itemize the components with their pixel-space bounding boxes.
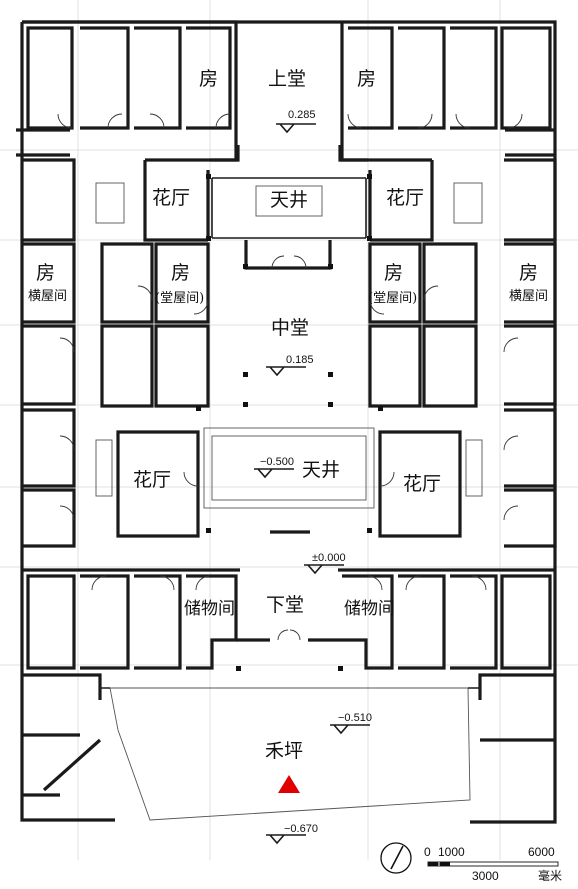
hall-row-rooms (100, 242, 478, 408)
room-label-flower-hall: 花厅 (403, 473, 442, 495)
columns (196, 174, 383, 671)
entrance-triangle-icon (278, 775, 300, 793)
level-outer: −0.670 (284, 823, 318, 835)
level-threshing-floor: −0.510 (338, 712, 372, 724)
room-label-upper-hall: 上堂 (268, 68, 307, 90)
room-label-threshing-floor: 禾坪 (265, 740, 304, 762)
lower-rooms (22, 568, 555, 797)
north-arrow-icon (380, 842, 412, 874)
level-courtyard: −0.500 (260, 456, 294, 468)
threshing-floor (100, 687, 480, 821)
scale-mid-label: 3000 (472, 869, 499, 883)
room-label-fang: 房 (199, 68, 219, 90)
room-label-storage: 储物间 (344, 599, 395, 619)
grid-lines (0, 0, 578, 860)
scale-unit: 毫米 (538, 869, 563, 883)
room-label-fang: 房 (171, 262, 191, 284)
room-label-lower-hall: 下堂 (266, 594, 305, 616)
room-label-flower-hall: 花厅 (152, 187, 191, 209)
room-label-middle-hall: 中堂 (271, 317, 310, 339)
lower-courtyard (116, 427, 462, 538)
room-label-fang: 房 (36, 262, 56, 284)
room-label-hall-row: (堂屋间) (155, 291, 205, 306)
side-rooms (22, 158, 557, 548)
level-markers (254, 123, 370, 845)
room-label-hall-row: (堂屋间) (368, 291, 418, 306)
room-label-side-row: 横屋间 (28, 289, 68, 304)
room-label-fang: 房 (519, 262, 539, 284)
upper-courtyard (143, 145, 434, 270)
room-label-courtyard: 天井 (302, 459, 341, 481)
room-label-flower-hall: 花厅 (386, 187, 425, 209)
top-right-rooms (340, 22, 552, 162)
level-middle-hall: 0.185 (286, 354, 314, 366)
room-label-flower-hall: 花厅 (133, 469, 172, 491)
room-label-fang: 房 (357, 68, 377, 90)
top-left-rooms (22, 20, 238, 162)
scale-bar (427, 861, 559, 867)
room-label-storage: 储物间 (184, 599, 235, 619)
scale-tick-6000: 6000 (528, 845, 555, 859)
scale-tick-1000: 1000 (438, 845, 465, 859)
scale-tick-0: 0 (424, 845, 431, 859)
level-upper-hall: 0.285 (288, 109, 316, 121)
room-label-fang: 房 (384, 262, 404, 284)
level-entrance: ±0.000 (312, 552, 346, 564)
room-label-side-row: 横屋间 (509, 289, 549, 304)
outer-walls (16, 20, 557, 824)
room-label-courtyard: 天井 (270, 189, 309, 211)
